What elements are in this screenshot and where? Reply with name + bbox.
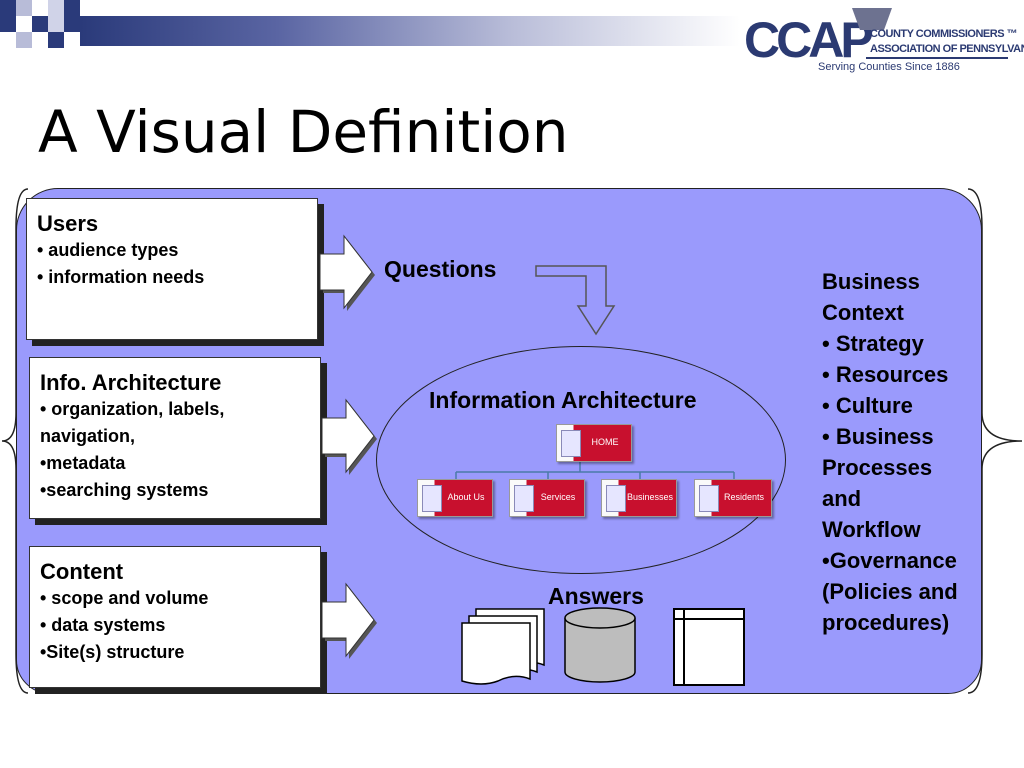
business-line: Workflow	[822, 517, 921, 542]
slide-title: A Visual Definition	[38, 98, 569, 166]
arrow-right-icon	[319, 234, 375, 311]
header-square	[0, 0, 16, 16]
node-label: Residents	[723, 492, 765, 502]
business-line: (Policies and	[822, 579, 958, 604]
header-square	[16, 32, 32, 48]
header-square	[32, 16, 48, 32]
ia-ellipse	[376, 346, 786, 574]
sitemap-connectors	[455, 462, 735, 482]
info-architecture-box: Info. Architecture • organization, label…	[29, 357, 321, 519]
content-box: Content • scope and volume • data system…	[29, 546, 321, 688]
sitemap-node: Services	[509, 479, 585, 517]
business-line: •Governance	[822, 548, 957, 573]
page-thumbnail-icon	[561, 430, 581, 457]
header-gradient-bar	[80, 16, 740, 46]
header-square	[48, 16, 64, 32]
ia-line: navigation,	[40, 426, 136, 446]
logo-tagline: Serving Counties Since 1886	[818, 61, 960, 73]
ia-line: •metadata	[40, 453, 126, 473]
logo-line-2: ASSOCIATION OF PENNSYLVANIA	[870, 43, 1024, 55]
business-line: procedures)	[822, 610, 950, 635]
sitemap-node: Businesses	[601, 479, 677, 517]
header-square	[64, 0, 80, 16]
ia-line: • organization, labels,	[40, 399, 225, 419]
business-line: Business	[822, 269, 920, 294]
business-line: • Strategy	[822, 331, 924, 356]
right-brace	[968, 188, 1023, 694]
logo-line-1: COUNTY COMMISSIONERS ™	[870, 28, 1018, 40]
header-square	[16, 0, 32, 16]
left-brace	[1, 188, 29, 694]
grid-window-icon	[673, 608, 745, 686]
users-line: • information needs	[37, 267, 205, 287]
users-title: Users	[37, 211, 99, 236]
business-context-text: Business Context • Strategy • Resources …	[822, 266, 958, 638]
ia-line: •searching systems	[40, 480, 209, 500]
node-label: Businesses	[626, 492, 674, 502]
arrow-right-icon	[321, 398, 377, 475]
content-line: • scope and volume	[40, 588, 209, 608]
header-square	[48, 0, 64, 16]
ccap-logo: CCAP COUNTY COMMISSIONERS ™ ASSOCIATION …	[742, 8, 1024, 76]
business-line: • Culture	[822, 393, 913, 418]
page-thumbnail-icon	[422, 485, 442, 512]
users-line: • audience types	[37, 240, 179, 260]
node-label: Services	[540, 492, 576, 502]
arrow-right-icon	[321, 582, 377, 659]
keystone-icon	[852, 8, 892, 30]
header-square	[64, 16, 80, 32]
header-square	[48, 32, 64, 48]
documents-icon	[461, 608, 545, 685]
logo-rule	[866, 57, 1008, 59]
ia-center-label: Information Architecture	[429, 387, 697, 413]
answers-label: Answers	[548, 583, 644, 609]
sitemap-node-home: HOME	[556, 424, 632, 462]
content-line: • data systems	[40, 615, 166, 635]
business-line: Processes	[822, 455, 933, 480]
node-label: HOME	[591, 437, 619, 447]
database-icon	[564, 607, 636, 683]
header-square	[0, 16, 16, 32]
page-thumbnail-icon	[514, 485, 534, 512]
users-box: Users • audience types • information nee…	[26, 198, 318, 340]
business-line: • Business	[822, 424, 934, 449]
sitemap-node: About Us	[417, 479, 493, 517]
ia-title: Info. Architecture	[40, 370, 222, 395]
business-line: and	[822, 486, 862, 511]
node-label: About Us	[447, 492, 485, 502]
content-title: Content	[40, 559, 124, 584]
business-line: • Resources	[822, 362, 949, 387]
content-line: •Site(s) structure	[40, 642, 185, 662]
bent-arrow-icon	[535, 265, 616, 336]
page-thumbnail-icon	[699, 485, 719, 512]
business-line: Context	[822, 300, 904, 325]
page-thumbnail-icon	[606, 485, 626, 512]
questions-label: Questions	[384, 256, 497, 282]
logo-wordmark: CCAP	[744, 12, 874, 68]
sitemap-node: Residents	[694, 479, 772, 517]
